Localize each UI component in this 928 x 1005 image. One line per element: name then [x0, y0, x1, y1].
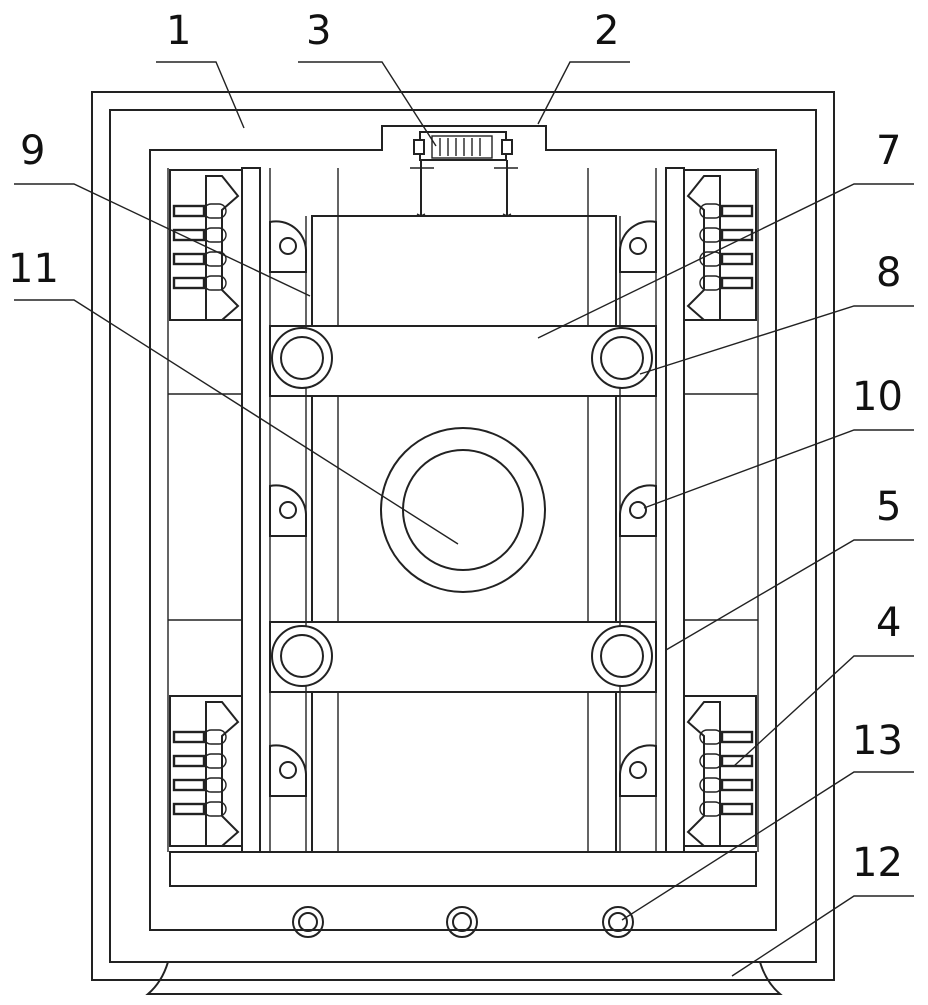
spring-clamps — [169, 169, 757, 847]
callout-12: 12 — [852, 840, 903, 886]
callout-4: 4 — [876, 600, 901, 646]
leader-lines — [14, 61, 914, 977]
rollers — [271, 327, 653, 687]
callout-9: 9 — [20, 128, 45, 174]
callout-11: 11 — [8, 246, 59, 292]
callout-labels: 1 2 3 4 5 7 8 9 10 11 12 13 — [8, 8, 903, 886]
callout-3: 3 — [306, 8, 331, 54]
bottom-fasteners — [292, 906, 634, 938]
callout-10: 10 — [852, 374, 903, 420]
callout-5: 5 — [876, 484, 901, 530]
guide-rails — [167, 167, 759, 853]
central-bore — [380, 427, 546, 593]
callout-13: 13 — [852, 718, 903, 764]
top-actuator — [410, 131, 518, 217]
callout-1: 1 — [166, 8, 191, 54]
callout-8: 8 — [876, 250, 901, 296]
base-foot — [145, 961, 783, 995]
callout-2: 2 — [594, 8, 619, 54]
callout-7: 7 — [876, 128, 901, 174]
pivot-lugs — [269, 220, 657, 797]
